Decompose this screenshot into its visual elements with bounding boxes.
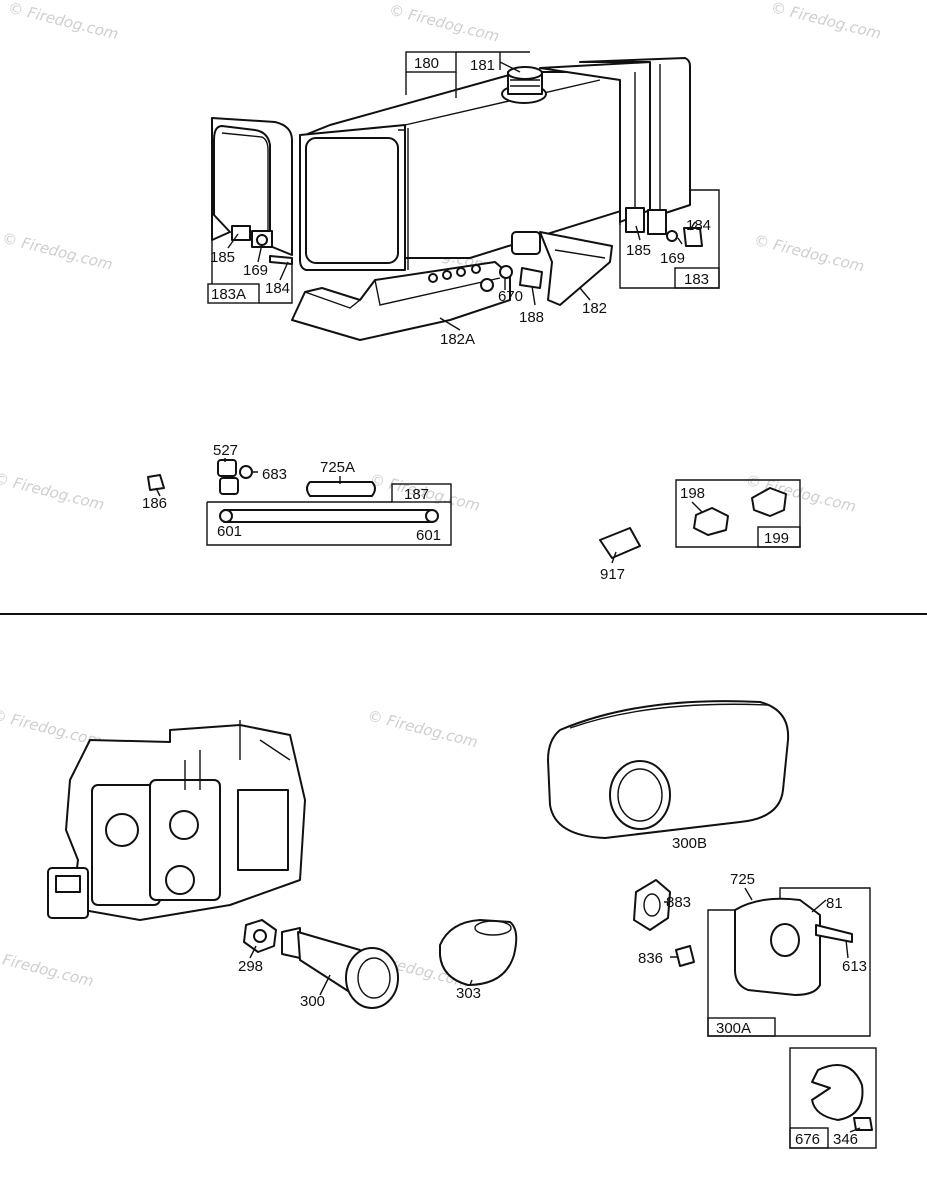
- label-183: 183: [684, 271, 709, 288]
- label-198: 198: [680, 485, 705, 502]
- label-300: 300: [300, 993, 325, 1010]
- label-670: 670: [498, 288, 523, 305]
- label-199: 199: [764, 530, 789, 547]
- label-185: 185: [626, 242, 651, 259]
- label-169: 169: [660, 250, 685, 267]
- label-180: 180: [414, 55, 439, 72]
- label-187: 187: [404, 486, 429, 503]
- box-676-group: [789, 1047, 877, 1149]
- label-300A: 300A: [716, 1020, 751, 1037]
- box-676: [789, 1127, 829, 1149]
- label-298: 298: [238, 958, 263, 975]
- watermark: © Firedog.com: [6, 0, 120, 43]
- label-303: 303: [456, 985, 481, 1002]
- muffler-parts: [243, 700, 877, 1149]
- watermark: © Firedog.com: [752, 231, 866, 276]
- label-676: 676: [795, 1131, 820, 1148]
- label-183A: 183A: [211, 286, 246, 303]
- box-180: [405, 51, 457, 73]
- engine-block: [47, 720, 306, 921]
- leader-lines: [155, 61, 861, 1133]
- watermark: © Firedog.com: [0, 229, 114, 274]
- label-184: 184: [686, 217, 711, 234]
- box-300A: [707, 1017, 776, 1037]
- watermark: © Firedog.com: [0, 946, 95, 991]
- label-182A: 182A: [440, 331, 475, 348]
- part-labels: 180 181 185 169 184 183A 185 184 169 183…: [142, 55, 867, 1148]
- watermark: © Firedog.com: [387, 1, 501, 46]
- label-601: 601: [217, 523, 242, 540]
- label-601: 601: [416, 527, 441, 544]
- label-725A: 725A: [320, 459, 355, 476]
- watermark: © Firedog.com: [769, 0, 883, 43]
- label-300B: 300B: [672, 835, 707, 852]
- label-917: 917: [600, 566, 625, 583]
- label-725: 725: [730, 871, 755, 888]
- label-169: 169: [243, 262, 268, 279]
- fuel-line-group: [147, 459, 801, 559]
- box-183A: [207, 283, 260, 304]
- fuel-tank-assembly: [207, 51, 720, 341]
- label-188: 188: [519, 309, 544, 326]
- label-613: 613: [842, 958, 867, 975]
- label-185: 185: [210, 249, 235, 266]
- label-81: 81: [826, 895, 843, 912]
- label-527: 527: [213, 442, 238, 459]
- watermark: © Firedog.com: [366, 707, 480, 752]
- label-186: 186: [142, 495, 167, 512]
- watermark: © Firedog.com: [0, 469, 106, 514]
- box-187: [391, 483, 452, 503]
- label-836: 836: [638, 950, 663, 967]
- label-683: 683: [262, 466, 287, 483]
- label-181: 181: [470, 57, 495, 74]
- label-346: 346: [833, 1131, 858, 1148]
- label-182: 182: [582, 300, 607, 317]
- label-883: 883: [666, 894, 691, 911]
- label-184: 184: [265, 280, 290, 297]
